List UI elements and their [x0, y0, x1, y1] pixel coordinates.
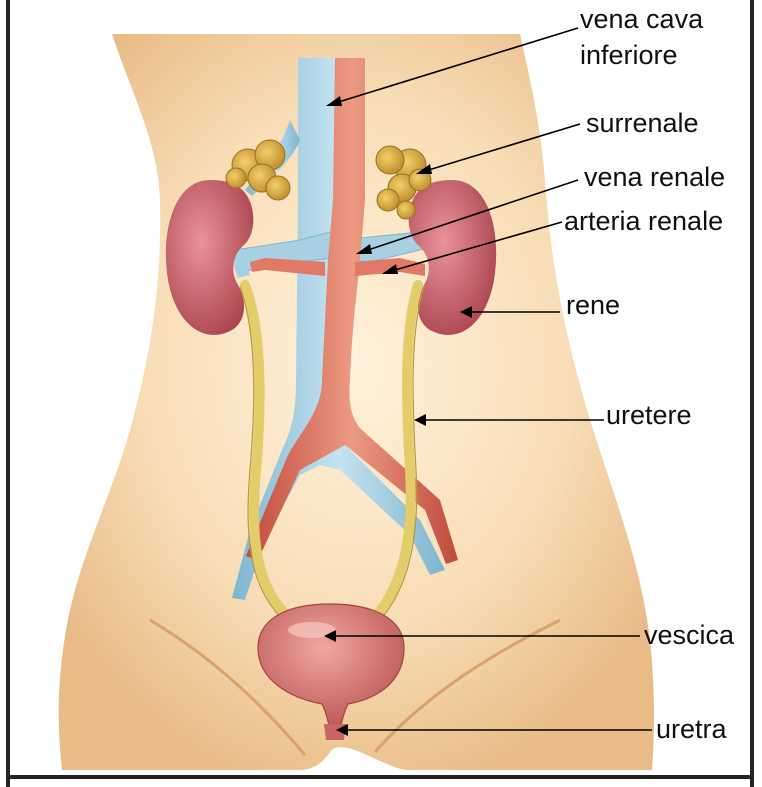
frame-left-border	[6, 0, 10, 787]
label-uretra: uretra	[656, 714, 728, 744]
label-rene: rene	[566, 290, 620, 320]
frame-right-border	[750, 0, 754, 787]
label-uretere: uretere	[606, 400, 692, 430]
frame-bottom-border	[6, 775, 754, 779]
label-vena-cava-line1: vena cava	[580, 4, 704, 34]
label-vena-cava-line2: inferiore	[580, 40, 678, 70]
label-arteria-renale: arteria renale	[564, 206, 723, 236]
label-surrenale: surrenale	[586, 108, 699, 138]
label-vescica: vescica	[644, 620, 735, 650]
label-vena-renale: vena renale	[584, 162, 725, 192]
